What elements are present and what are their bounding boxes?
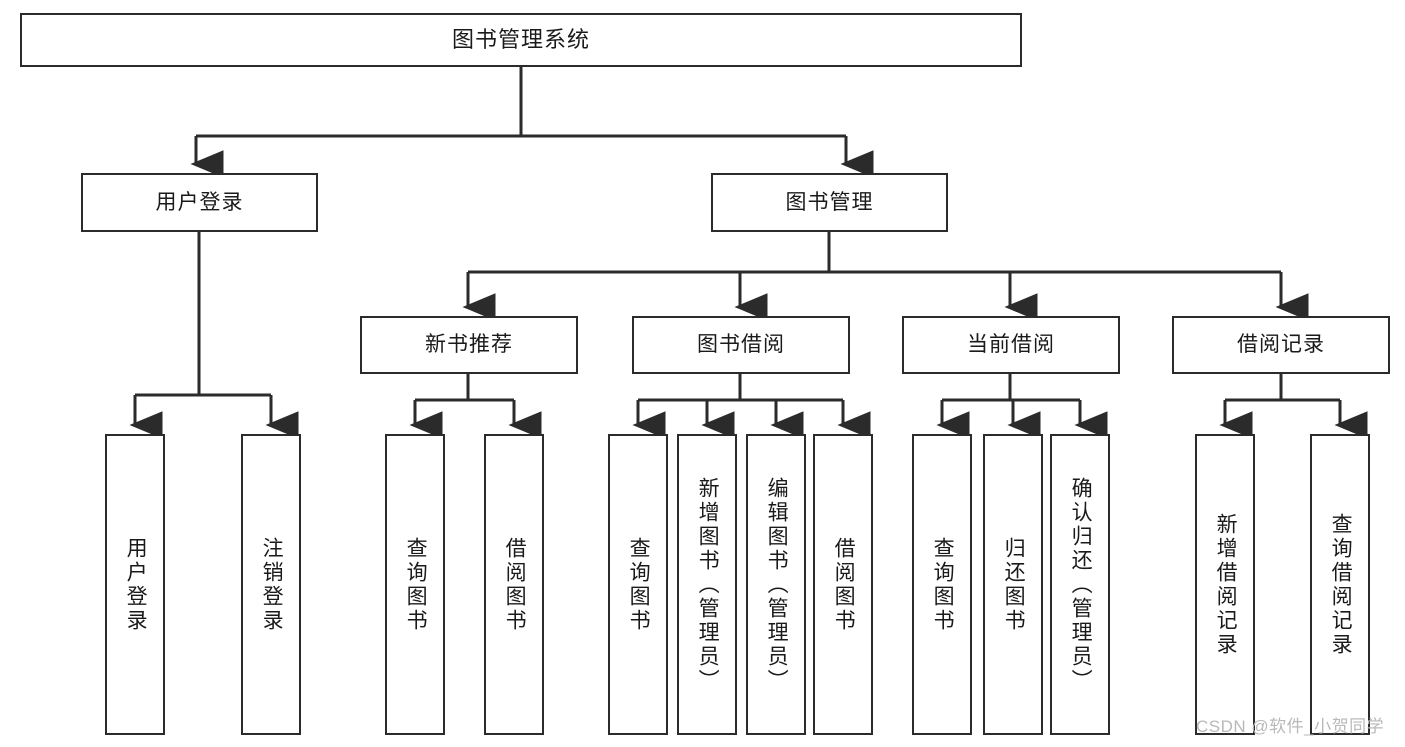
- node-leaf-query-book-2[interactable]: 查询图书: [608, 434, 668, 735]
- node-borrow-record[interactable]: 借阅记录: [1172, 316, 1390, 374]
- node-leaf-query-record-label: 查询借阅记录: [1329, 512, 1353, 657]
- node-leaf-edit-book-label: 编辑图书（管理员）: [765, 476, 789, 693]
- node-leaf-add-book[interactable]: 新增图书（管理员）: [677, 434, 737, 735]
- node-leaf-logout[interactable]: 注销登录: [241, 434, 301, 735]
- node-book-borrow[interactable]: 图书借阅: [632, 316, 850, 374]
- node-leaf-user-login-label: 用户登录: [124, 536, 148, 633]
- node-leaf-query-book-3[interactable]: 查询图书: [912, 434, 972, 735]
- node-leaf-confirm-return[interactable]: 确认归还（管理员）: [1050, 434, 1110, 735]
- node-book-manage[interactable]: 图书管理: [711, 173, 948, 232]
- node-leaf-user-login[interactable]: 用户登录: [105, 434, 165, 735]
- node-leaf-edit-book[interactable]: 编辑图书（管理员）: [746, 434, 806, 735]
- node-leaf-return-book-label: 归还图书: [1002, 536, 1026, 633]
- node-current-borrow-label: 当前借阅: [967, 333, 1055, 357]
- node-leaf-query-book-1-label: 查询图书: [404, 536, 428, 633]
- node-new-book-recommend-label: 新书推荐: [425, 333, 513, 357]
- node-leaf-confirm-return-label: 确认归还（管理员）: [1069, 476, 1093, 693]
- node-leaf-add-record-label: 新增借阅记录: [1214, 512, 1238, 657]
- node-leaf-borrow-book-2-label: 借阅图书: [832, 536, 856, 633]
- node-root[interactable]: 图书管理系统: [20, 13, 1022, 67]
- node-leaf-query-book-1[interactable]: 查询图书: [385, 434, 445, 735]
- node-current-borrow[interactable]: 当前借阅: [902, 316, 1120, 374]
- node-root-label: 图书管理系统: [451, 26, 590, 52]
- node-borrow-record-label: 借阅记录: [1237, 333, 1325, 357]
- node-leaf-borrow-book-2[interactable]: 借阅图书: [813, 434, 873, 735]
- node-book-manage-label: 图书管理: [785, 190, 874, 214]
- node-book-borrow-label: 图书借阅: [697, 333, 785, 357]
- node-user-login-label: 用户登录: [155, 190, 244, 214]
- node-leaf-add-record[interactable]: 新增借阅记录: [1195, 434, 1255, 735]
- node-leaf-logout-label: 注销登录: [260, 536, 284, 633]
- node-leaf-return-book[interactable]: 归还图书: [983, 434, 1043, 735]
- node-leaf-borrow-book-1-label: 借阅图书: [503, 536, 527, 633]
- node-leaf-add-book-label: 新增图书（管理员）: [696, 476, 720, 693]
- watermark: CSDN @软件_小贺同学: [1196, 717, 1385, 736]
- node-leaf-borrow-book-1[interactable]: 借阅图书: [484, 434, 544, 735]
- node-new-book-recommend[interactable]: 新书推荐: [360, 316, 578, 374]
- node-leaf-query-book-3-label: 查询图书: [931, 536, 955, 633]
- node-user-login[interactable]: 用户登录: [81, 173, 318, 232]
- node-leaf-query-record[interactable]: 查询借阅记录: [1310, 434, 1370, 735]
- node-leaf-query-book-2-label: 查询图书: [627, 536, 651, 633]
